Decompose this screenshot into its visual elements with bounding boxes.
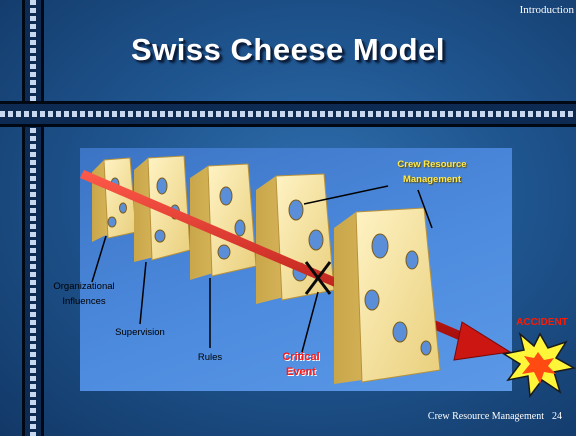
critical-event-x-mark — [304, 261, 332, 295]
page-title: Swiss Cheese Model — [131, 32, 445, 67]
label-rules: Rules — [197, 352, 223, 363]
horizontal-stripe-decoration — [0, 101, 576, 127]
section-label: Introduction — [519, 4, 574, 16]
label-accident: ACCIDENT — [516, 317, 568, 328]
footer-course: Crew Resource Management — [427, 411, 544, 422]
footer: Crew Resource Management 24 — [420, 411, 562, 422]
label-supervision: Supervision — [115, 327, 165, 338]
label-critical-event: Critical Event — [282, 351, 320, 378]
label-organizational-influences: Organizational Influences — [53, 281, 115, 307]
page-number: 24 — [552, 411, 562, 422]
label-leader-lines — [91, 185, 433, 353]
label-crew-resource-management: Crew Resource Management — [397, 159, 467, 185]
cheese-slice-5 — [334, 207, 441, 384]
cheese-slice-1 — [92, 157, 137, 242]
accident-explosion-icon — [502, 331, 576, 398]
